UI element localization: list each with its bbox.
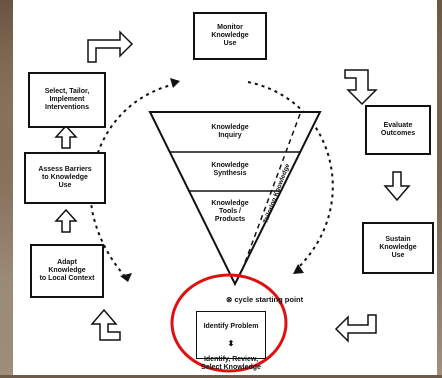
dashed-cycle-arrowhead-top [170, 78, 180, 88]
highlight-circle [170, 273, 288, 373]
knowledge-tools-label: Knowledge Tools / Products [211, 200, 249, 224]
cycle-starting-point-label: ⊗ cycle starting point [226, 295, 304, 304]
arrow-bottom-left [90, 308, 121, 341]
identify-problem-select-knowledge-box: Identify Problem ⬍ Identify, Review, Sel… [196, 311, 266, 371]
assess-barriers-box: Assess Barriers to Knowledge Use [24, 152, 106, 204]
sustain-knowledge-use-box: Sustain Knowledge Use [362, 222, 434, 274]
arrow-left-upper [54, 124, 78, 149]
dashed-cycle-arrowhead-left [120, 273, 132, 282]
arrow-right-top [344, 69, 378, 106]
select-tailor-implement-box: Select, Tailor, Implement Interventions [28, 72, 106, 128]
knowledge-synthesis-label: Knowledge Synthesis [211, 162, 249, 178]
arrow-top-left [87, 30, 134, 63]
adapt-knowledge-box: Adapt Knowledge to Local Context [30, 244, 104, 298]
dashed-cycle-arrowhead-right [293, 264, 304, 274]
knowledge-inquiry-label: Knowledge Inquiry [211, 124, 249, 140]
arrow-right-middle [383, 171, 411, 202]
dashed-cycle-arc-right [247, 81, 334, 271]
tailoring-dashed-line [239, 113, 301, 277]
identify-review-select-label: Identify, Review, Select Knowledge [201, 356, 261, 372]
identify-problem-label: Identify Problem [203, 323, 259, 331]
knowledge-funnel [148, 111, 322, 287]
arrow-bottom-right [334, 314, 377, 343]
monitor-knowledge-use-box: Monitor Knowledge Use [193, 12, 267, 60]
arrow-left-lower [54, 208, 78, 233]
evaluate-outcomes-box: Evaluate Outcomes [365, 105, 431, 155]
double-arrow-icon: ⬍ [227, 339, 235, 349]
